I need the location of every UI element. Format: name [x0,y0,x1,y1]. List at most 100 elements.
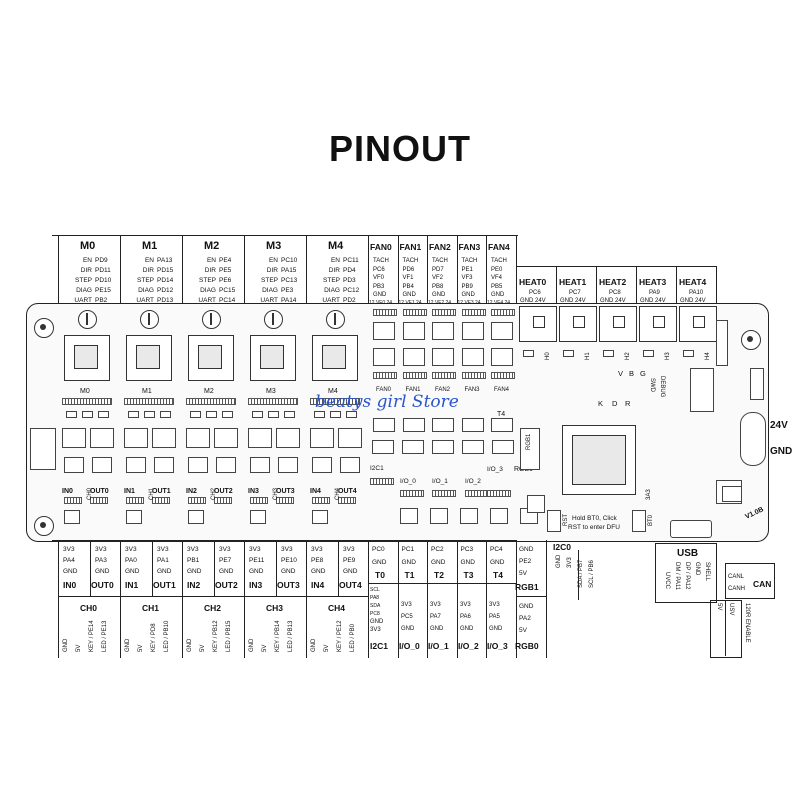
fan-silk-label: FAN4 [494,387,510,393]
fan-pin: PE1 [461,266,473,273]
mounting-hole-icon [34,516,54,536]
fan-pin: TACH [432,258,448,264]
io-name: I2C1 [370,641,388,651]
motor-signal-label: EN [206,257,216,264]
motor-signal-label: EN [268,257,278,264]
heater-power: GND 24V [600,298,626,304]
fan-pin: PB4 [402,283,414,290]
input-name: IN1 [125,580,139,590]
usb-pin: SHELL [704,562,710,582]
mosfet-icon [188,457,208,473]
channel-pin: LED / PB10 [164,620,170,652]
rgb0-name: RGB0 [515,641,539,651]
i2c0-pin: 3V3 [567,557,573,568]
motor-pin: PD4 [343,267,356,274]
channel-silk-label: CH2 [211,487,217,500]
mosfet-icon [312,457,332,473]
motor-silk-label: M4 [328,388,338,395]
motor-signal-label: EN [330,257,340,264]
connector-box-icon [90,428,114,448]
channel-pin: LED / PB15 [226,620,232,652]
motor-silk-label: M1 [142,388,152,395]
io-protection-icon [492,440,514,454]
motor-signal-label: UART [322,297,340,304]
fan-pin: TACH [373,258,389,264]
motor-name: M1 [142,240,158,252]
bottom-group-divider [58,540,59,658]
output-silk-label: OUT0 [90,488,109,495]
motor-pin: PD2 [343,297,356,304]
heater-led-icon [523,350,534,357]
rgb1-pin: PE2 [519,558,532,565]
fan-divider [397,235,399,303]
motor-connector-icon [310,398,360,405]
thermistor-connector-icon [402,418,425,432]
connector-box-icon [186,428,210,448]
smd-part-icon [268,411,279,418]
io-silk-label: I2C1 [370,465,384,472]
heater-terminal-icon [639,306,677,342]
io-pin: PA5 [489,614,500,620]
connector-box-icon [338,428,362,448]
i2c0-pin: SCL / PB6 [589,560,595,588]
io-smd-icon [460,508,478,524]
power-input-side-icon [716,320,728,366]
motor-pin: PA14 [281,297,297,304]
fan-pin: GND [491,292,505,298]
mosfet-icon [216,457,236,473]
mosfet-icon [154,457,174,473]
rgb1-name: RGB1 [515,582,539,592]
output-pin: PA3 [95,557,107,564]
motor-signal-label: STEP [137,277,154,284]
input-name: IN0 [63,580,77,590]
motor-pin: PC12 [343,287,360,294]
can-terminal-icon [722,486,742,502]
mosfet-icon [64,457,84,473]
heater-led-icon [603,350,614,357]
potentiometer-icon [78,310,97,329]
input-pin: 3V3 [249,546,261,553]
fan-pin: PC6 [373,266,385,273]
motor-connector-icon [124,398,174,405]
smd-part-icon [206,411,217,418]
connector-box-icon [276,428,300,448]
mosfet-icon [92,457,112,473]
output-name: OUT2 [215,580,238,590]
fan-pin: VF4 [491,275,503,281]
channel-name: CH4 [328,603,346,613]
input-connector-icon [188,497,206,504]
fan-jumper-icon [432,322,454,340]
swd-silk-label: SWD [649,378,655,392]
bottom-left-connector-icon [30,428,56,470]
motor-signal-label: DIR [328,267,340,274]
t4-silk-label: T4 [497,411,506,418]
fan-divider [368,235,369,303]
channel-pin: LED / PB0 [350,623,356,652]
fan-pin: VF0 [373,275,385,281]
input-pin: GND [125,568,140,575]
io-pin: PA8 [370,595,380,601]
output-pin: GND [343,568,358,575]
motor-signal-label: STEP [323,277,340,284]
motor-divider [306,235,307,303]
driver-module [250,335,296,381]
heater-led-icon [683,350,694,357]
smd-part-icon [82,411,93,418]
driver-chip-icon [74,345,98,369]
ch-divider [58,596,120,597]
output-pin: 3V3 [157,546,169,553]
motor-signal-label: STEP [261,277,278,284]
heater-power: GND 24V [560,298,586,304]
input-pin: GND [63,568,78,575]
fan-divider [427,235,428,303]
rgb1-silk-label: RGB1 [526,433,532,450]
fan-pin: GND [373,292,387,298]
heater-silk-label: H2 [625,352,631,360]
smd-part-icon [284,411,295,418]
power-connector-icon [740,412,766,466]
therm-divider [486,540,487,658]
therm-divider [368,540,369,658]
usb-pinout-box [655,543,717,603]
mcu-chip-icon [572,435,626,485]
fan-name: FAN2 [429,242,451,252]
